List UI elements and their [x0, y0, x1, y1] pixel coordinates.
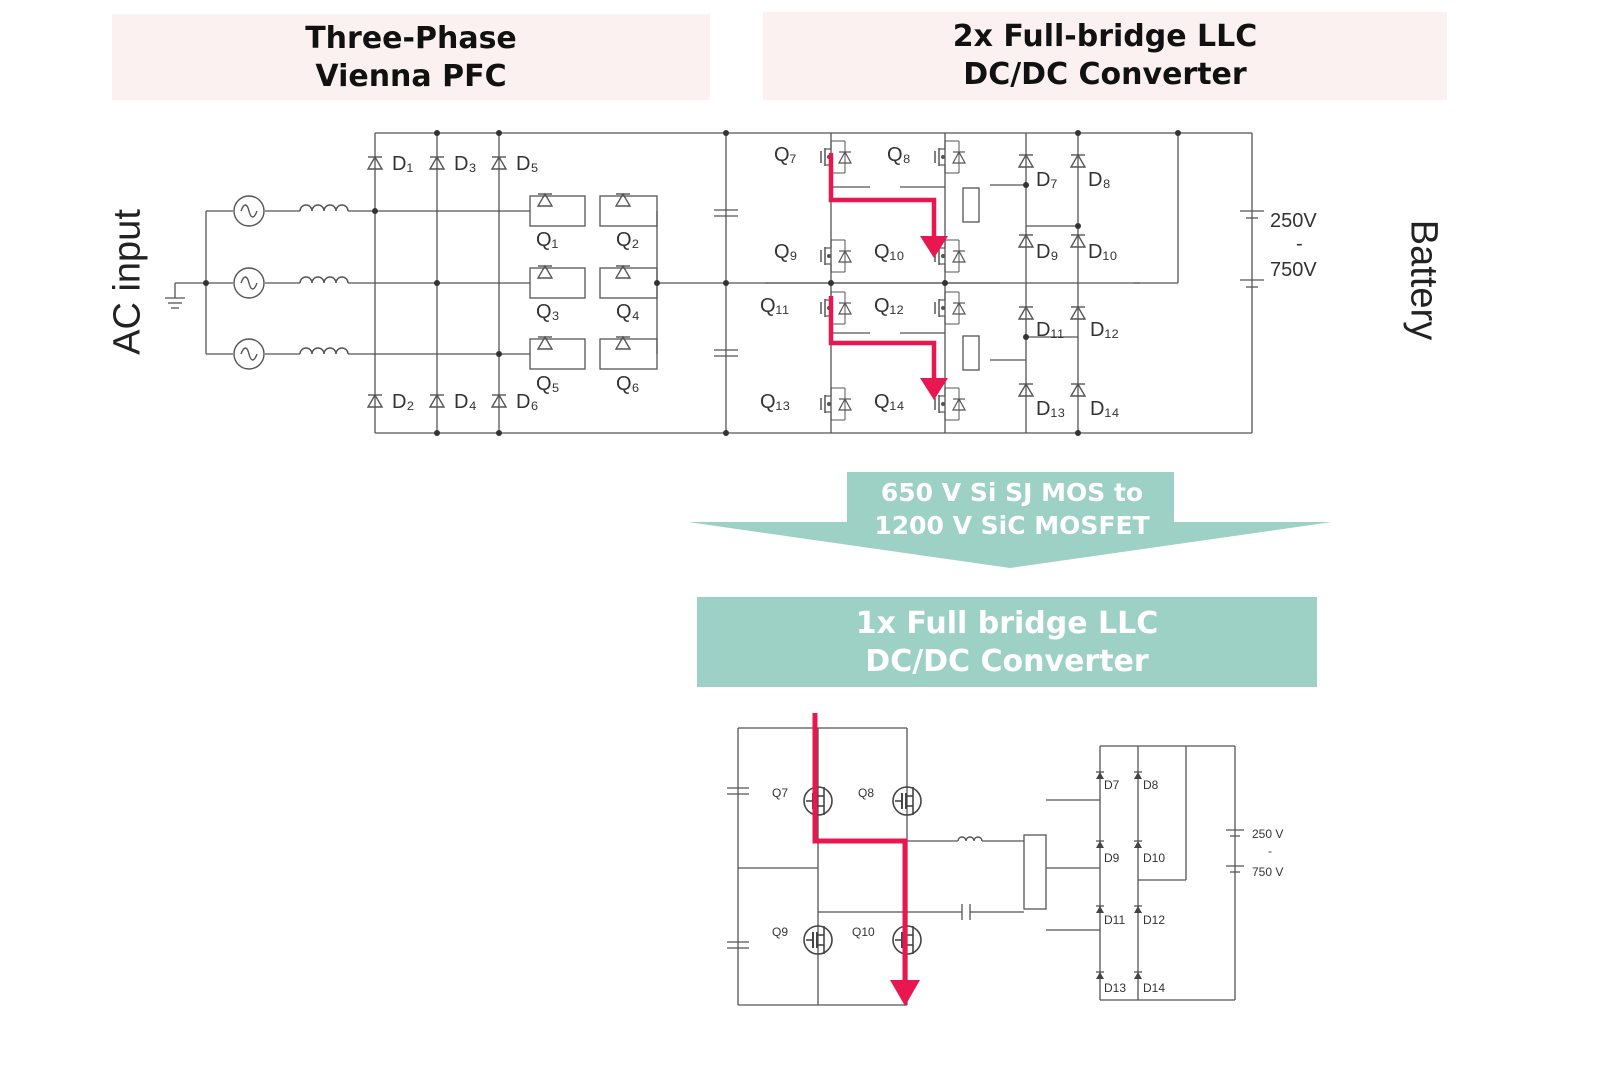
- header-llc2-line2: DC/DC Converter: [963, 57, 1247, 92]
- single-llc-converter-box: 1x Full bridge LLC DC/DC Converter: [697, 597, 1317, 687]
- label-d3: D₃: [454, 153, 477, 175]
- label-d1: D₁: [392, 153, 413, 175]
- small-label-d10: D10: [1143, 851, 1165, 865]
- current-arrowheads-upper: [920, 236, 948, 400]
- header-llc2-line1: 2x Full-bridge LLC: [952, 19, 1258, 54]
- label-d12: D₁₂: [1090, 319, 1119, 341]
- label-q6: Q₆: [616, 373, 640, 395]
- label-q11: Q₁₁: [760, 295, 789, 317]
- label-d10: D₁₀: [1088, 241, 1118, 263]
- label-q8: Q₈: [887, 144, 911, 166]
- single-llc-inductor: [957, 836, 983, 842]
- label-q7: Q₇: [774, 144, 797, 166]
- current-path-upper: [828, 153, 937, 382]
- header-three-phase-vienna-pfc: Three-Phase Vienna PFC: [112, 14, 710, 100]
- upgrade-arrow-line1: 650 V Si SJ MOS to: [880, 478, 1144, 507]
- battery-voltage-bottom: 750V: [1270, 259, 1317, 281]
- small-label-d11: D11: [1104, 913, 1125, 927]
- single-llc-line1: 1x Full bridge LLC: [855, 606, 1159, 641]
- current-path-lower: [812, 713, 920, 1006]
- small-battery-voltage-top: 250 V: [1252, 827, 1283, 841]
- label-q5: Q₅: [536, 373, 560, 395]
- small-battery-voltage-bottom: 750 V: [1252, 865, 1283, 879]
- small-label-q7: Q7: [772, 786, 788, 800]
- rectifier-diodes: [1018, 154, 1086, 397]
- small-label-q9: Q9: [772, 925, 788, 939]
- small-label-d8: D8: [1143, 778, 1159, 792]
- small-battery-voltage-dash: -: [1268, 844, 1272, 858]
- upgrade-arrow-label: 650 V Si SJ MOS to 1200 V SiC MOSFET: [847, 476, 1177, 542]
- header-pfc-line1: Three-Phase: [305, 21, 517, 56]
- label-q2: Q₂: [616, 229, 639, 251]
- upgrade-arrow-shape: [688, 472, 1332, 568]
- label-d7: D₇: [1036, 169, 1057, 191]
- small-label-q8: Q8: [858, 786, 874, 800]
- label-q9: Q₉: [774, 241, 798, 263]
- small-label-d14: D14: [1143, 981, 1165, 995]
- label-q1: Q₁: [536, 229, 559, 251]
- pfc-nodes: [203, 130, 729, 436]
- label-q12: Q₁₂: [874, 295, 904, 317]
- small-label-d9: D9: [1104, 851, 1120, 865]
- label-d6: D₆: [516, 391, 539, 413]
- small-label-d13: D13: [1104, 981, 1126, 995]
- upgrade-arrow-line2: 1200 V SiC MOSFET: [874, 511, 1150, 540]
- single-llc-stage: [727, 727, 1244, 1006]
- label-d14: D₁₄: [1090, 398, 1119, 420]
- label-d11: D₁₁: [1036, 319, 1064, 341]
- label-d13: D₁₃: [1036, 398, 1065, 420]
- small-label-d12: D12: [1143, 913, 1165, 927]
- dual-llc-stage: [765, 133, 1264, 433]
- llc-nodes: [828, 130, 1181, 436]
- label-q3: Q₃: [536, 301, 560, 323]
- label-d8: D₈: [1088, 169, 1111, 191]
- label-d9: D₉: [1036, 241, 1058, 263]
- battery-voltage-top: 250V: [1270, 210, 1317, 232]
- single-llc-line2: DC/DC Converter: [865, 644, 1149, 679]
- pfc-labels: D₁ D₃ D₅ D₂ D₄ D₆ Q₁ Q₂ Q₃ Q₄ Q₅ Q₆: [392, 153, 640, 413]
- battery-voltage-dash: -: [1296, 233, 1303, 255]
- label-q10: Q₁₀: [874, 241, 905, 263]
- label-d4: D₄: [454, 391, 477, 413]
- label-d5: D₅: [516, 153, 539, 175]
- label-q4: Q₄: [616, 301, 640, 323]
- header-2x-llc-converter: 2x Full-bridge LLC DC/DC Converter: [763, 12, 1447, 100]
- label-q13: Q₁₃: [760, 391, 790, 413]
- small-label-d7: D7: [1104, 778, 1120, 792]
- header-pfc-line2: Vienna PFC: [315, 59, 507, 94]
- single-llc-labels: Q7 Q8 Q9 Q10 D7 D8 D9 D10 D11 D12 D13 D1…: [772, 778, 1283, 995]
- single-llc-diodes: [1095, 771, 1143, 980]
- label-d2: D₂: [392, 391, 414, 413]
- small-label-q10: Q10: [852, 925, 875, 939]
- llc-labels: Q₇ Q₈ Q₉ Q₁₀ Q₁₁ Q₁₂ Q₁₃ Q₁₄ D₇ D₈ D₉ D₁…: [760, 144, 1317, 420]
- label-q14: Q₁₄: [874, 391, 904, 413]
